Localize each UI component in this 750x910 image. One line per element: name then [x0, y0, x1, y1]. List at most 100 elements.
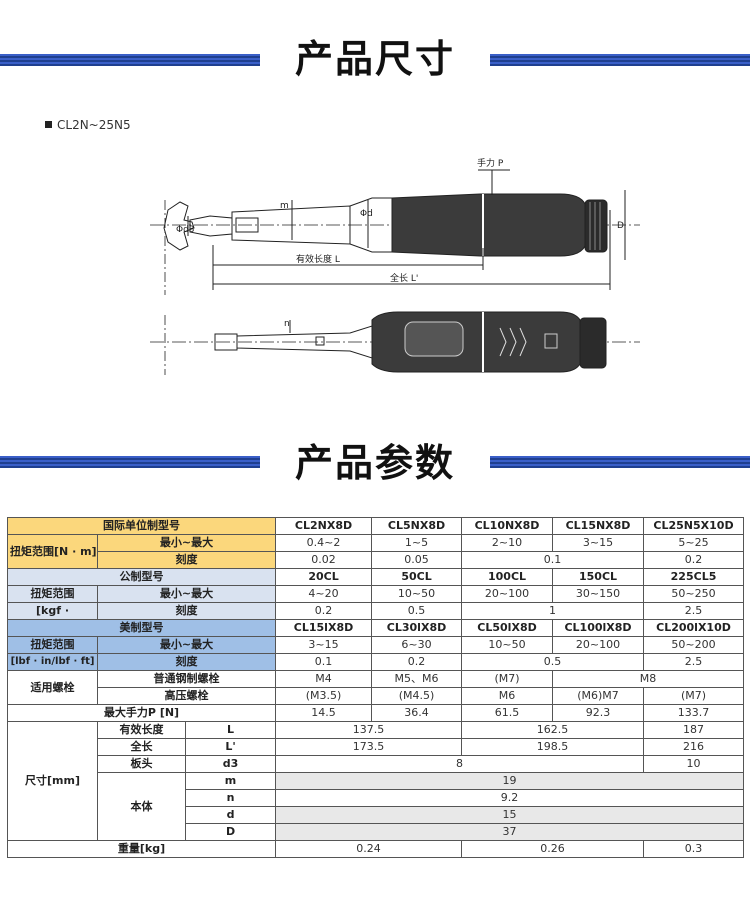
- table-cell: 3~15: [552, 534, 645, 552]
- table-cell: 30~150: [552, 585, 645, 603]
- table-cell: [kgf ·: [7, 602, 98, 620]
- table-cell: CL25N5X10D: [643, 517, 745, 535]
- table-cell: 133.7: [643, 704, 745, 722]
- table-cell: 普通钢制螺栓: [96, 670, 277, 688]
- table-cell: 0.2: [275, 602, 373, 620]
- spec-table: 国际单位制型号 CL2NX8D CL5NX8D CL10NX8D CL15NX8…: [6, 517, 745, 858]
- table-row: 全长 L' 173.5 198.5 216: [8, 738, 745, 756]
- dim-m-label: m: [280, 201, 289, 211]
- table-cell: M8: [552, 670, 745, 688]
- table-row: 板头 d3 8 10: [8, 755, 745, 773]
- table-row: 美制型号 CL15lX8D CL30lX8D CL50lX8D CL100lX8…: [6, 619, 745, 637]
- table-cell: 20~100: [461, 585, 554, 603]
- us-model-header: 美制型号: [6, 619, 277, 637]
- table-row: 国际单位制型号 CL2NX8D CL5NX8D CL10NX8D CL15NX8…: [6, 517, 745, 535]
- dimensions-title: 产品尺寸: [294, 36, 455, 81]
- table-cell: (M3.5): [275, 687, 373, 705]
- table-cell: 216: [643, 738, 745, 756]
- table-cell: 10~50: [461, 636, 554, 654]
- table-cell: 2~10: [461, 534, 554, 552]
- table-row: 扭矩范围 最小~最大 4~20 10~50 20~100 30~150 50~2…: [7, 585, 745, 603]
- table-cell: 10~50: [371, 585, 463, 603]
- table-cell: CL200lX10D: [643, 619, 745, 637]
- dim-d-label: Φd: [360, 209, 373, 219]
- table-cell: 0.3: [643, 840, 745, 858]
- table-cell: 92.3: [552, 704, 645, 722]
- intl-model-header: 国际单位制型号: [6, 517, 277, 535]
- table-cell: 1~5: [371, 534, 463, 552]
- table-row: [lbf · in/lbf · ft] 刻度 0.1 0.2 0.5 2.5: [7, 653, 745, 671]
- table-cell: M4: [275, 670, 373, 688]
- table-cell: 0.1: [461, 551, 645, 569]
- table-cell: 187: [643, 721, 745, 739]
- table-cell: CL15lX8D: [275, 619, 373, 637]
- table-row: 公制型号 20CL 50CL 100CL 150CL 225CL5: [6, 568, 745, 586]
- table-cell: CL100lX8D: [552, 619, 645, 637]
- table-cell: 19: [275, 772, 745, 790]
- table-cell: CL10NX8D: [461, 517, 554, 535]
- table-cell: CL15NX8D: [552, 517, 645, 535]
- table-row: 重量[kg] 0.24 0.26 0.3: [6, 840, 745, 858]
- table-cell: (M4.5): [371, 687, 463, 705]
- table-row: 最大手力P [N] 14.5 36.4 61.5 92.3 133.7: [6, 704, 745, 722]
- table-row: 扭矩范围[N · m] 最小~最大 0.4~2 1~5 2~10 3~15 5~…: [7, 534, 745, 569]
- table-cell: 4~20: [275, 585, 373, 603]
- table-cell: 20CL: [275, 568, 373, 586]
- table-cell: 14.5: [275, 704, 373, 722]
- effective-length-label: 有效长度 L: [296, 253, 340, 265]
- table-cell: 适用螺栓: [7, 670, 98, 705]
- table-row: d 15: [8, 806, 745, 824]
- table-cell: 尺寸[mm]: [7, 721, 98, 841]
- table-cell: 162.5: [461, 721, 645, 739]
- metric-model-header: 公制型号: [6, 568, 277, 586]
- square-bullet-icon: [45, 121, 52, 128]
- table-row: [kgf · 刻度 0.2 0.5 1 2.5: [7, 602, 745, 620]
- table-cell: 最小~最大: [96, 585, 277, 603]
- table-cell: 10: [643, 755, 745, 773]
- table-cell: M6: [461, 687, 554, 705]
- table-cell: 9.2: [275, 789, 745, 807]
- table-cell: 6~30: [371, 636, 463, 654]
- table-cell: n: [184, 789, 277, 807]
- table-cell: 0.24: [275, 840, 463, 858]
- table-row: 扭矩范围 最小~最大 3~15 6~30 10~50 20~100 50~200: [7, 636, 745, 654]
- table-cell: M5、M6: [371, 670, 463, 688]
- parameters-title: 产品参数: [294, 440, 455, 485]
- header-band-left: [0, 456, 260, 468]
- model-range-label: CL2N~25N5: [45, 118, 131, 132]
- table-cell: 150CL: [552, 568, 645, 586]
- table-cell: 0.2: [643, 551, 745, 569]
- torque-nm-label: 扭矩范围[N · m]: [7, 534, 98, 569]
- table-cell: 0.1: [275, 653, 373, 671]
- table-cell: 0.2: [371, 653, 463, 671]
- table-cell: 扭矩范围: [7, 585, 98, 603]
- table-cell: 20~100: [552, 636, 645, 654]
- table-cell: (M7): [461, 670, 554, 688]
- dim-d3-label: Φd3: [176, 225, 195, 235]
- table-cell: 5~25: [643, 534, 745, 552]
- table-cell: CL2NX8D: [275, 517, 373, 535]
- table-cell: 板头: [97, 755, 186, 773]
- table-cell: d: [184, 806, 277, 824]
- table-cell: 本体: [97, 772, 186, 841]
- table-row: D 37: [8, 823, 745, 841]
- table-cell: 扭矩范围: [7, 636, 98, 654]
- table-cell: 225CL5: [643, 568, 745, 586]
- table-cell: 2.5: [643, 653, 745, 671]
- table-cell: 61.5: [461, 704, 554, 722]
- table-cell: 重量[kg]: [6, 840, 277, 858]
- table-cell: CL50lX8D: [461, 619, 554, 637]
- table-cell: CL5NX8D: [371, 517, 463, 535]
- dimensions-header: 产品尺寸: [0, 20, 750, 81]
- table-cell: 8: [275, 755, 645, 773]
- table-cell: m: [184, 772, 277, 790]
- table-cell: 100CL: [461, 568, 554, 586]
- table-cell: 0.26: [461, 840, 645, 858]
- table-cell: L: [184, 721, 277, 739]
- table-cell: 0.5: [461, 653, 645, 671]
- dim-n-label: n: [284, 319, 290, 329]
- table-cell: 50CL: [371, 568, 463, 586]
- hand-force-label: 手力 P: [477, 157, 504, 169]
- table-cell: 3~15: [275, 636, 373, 654]
- header-band-right: [490, 54, 750, 66]
